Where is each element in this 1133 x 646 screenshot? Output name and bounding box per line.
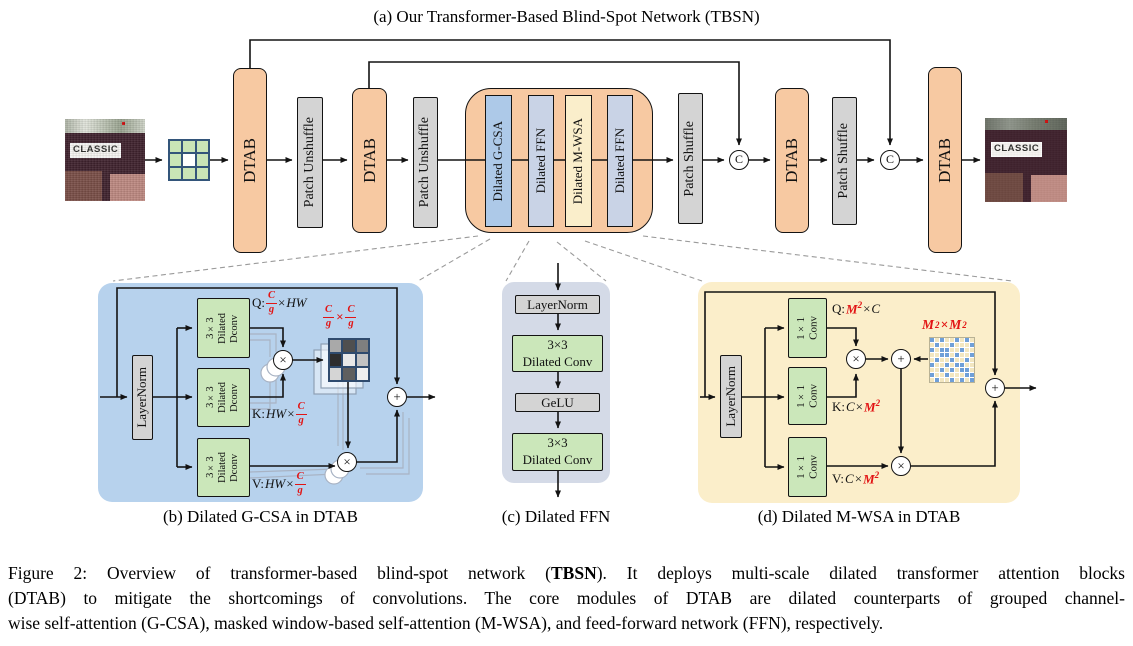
skip-dtab2-to-concat1 <box>368 61 742 146</box>
panel-d-add-node: + <box>985 378 1005 398</box>
m-squared: M2 <box>846 300 863 317</box>
m-squared: M2 <box>863 470 880 487</box>
photo-patch-right <box>1031 175 1067 202</box>
panel-d-caption: (d) Dilated M-WSA in DTAB <box>757 507 961 526</box>
panel-b-multiply-node-2: × <box>337 452 357 472</box>
panel-d-conv-q: 1×1 Conv <box>788 298 827 358</box>
concat-node-2: C <box>880 150 900 170</box>
panel-d-multiply-node-1: × <box>846 349 866 369</box>
blind-spot-mask-grid <box>168 139 210 181</box>
q-dim-label: Q: M2×C <box>832 300 881 317</box>
dtab3-block: DTAB <box>775 88 809 233</box>
panel-c-dilated-conv-2: 3×3 Dilated Conv <box>512 433 603 471</box>
mask-grid <box>929 337 975 383</box>
tbsn-bold: TBSN <box>551 563 597 583</box>
panel-d-conv-v: 1×1 Conv <box>788 437 827 497</box>
panel-d-mask-add-node: + <box>891 349 911 369</box>
caption-line-3: wise self-attention (G-CSA), masked wind… <box>8 613 884 633</box>
caption-line-1: Figure 2: Overview of transformer-based … <box>8 563 1125 583</box>
panel-b-dconv-v: 3×3 Dilated Dconv <box>197 438 250 497</box>
caption-line-2: (DTAB) to mitigate the shortcomings of c… <box>8 588 1125 608</box>
m-squared: M2 <box>864 398 881 415</box>
dtab2-block: DTAB <box>352 88 387 233</box>
denoised-output-image: CLASSIC <box>985 118 1067 202</box>
patch-shuffle1-block: Patch Shuffle <box>678 93 703 224</box>
panel-d-wires <box>700 291 1037 470</box>
panel-b-multiply-node-1: × <box>273 350 293 370</box>
skip-dtab1-to-concat2 <box>249 39 893 146</box>
masked-center-cell <box>183 154 195 166</box>
patch-unshuffle1-block: Patch Unshuffle <box>297 97 323 228</box>
photo-patch-right <box>110 174 145 201</box>
panel-b-wires <box>100 287 436 470</box>
panel-c-dilated-conv-1: 3×3 Dilated Conv <box>512 335 603 372</box>
noisy-input-image: CLASSIC <box>65 119 145 201</box>
dtab1-block: DTAB <box>233 68 267 253</box>
figure-caption: Figure 2: Overview of transformer-based … <box>8 561 1125 636</box>
panel-c-gelu: GeLU <box>515 393 600 412</box>
panel-c-caption: (c) Dilated FFN <box>501 507 611 526</box>
dilated-ffn1-module: Dilated FFN <box>528 95 554 227</box>
dtab4-block: DTAB <box>928 67 962 253</box>
v-dim-label: V: C×M2 <box>832 470 880 487</box>
panel-b-dconv-k: 3×3 Dilated Dconv <box>197 368 250 427</box>
concat-node-1: C <box>729 150 749 170</box>
patch-shuffle2-block: Patch Shuffle <box>832 97 857 225</box>
panel-c-layernorm: LayerNorm <box>515 295 600 314</box>
dashed-zoom-lines <box>112 235 1013 282</box>
photo-patch-left <box>985 173 1023 202</box>
photo-patch-left <box>65 171 102 201</box>
panel-d-layernorm: LayerNorm <box>720 355 742 438</box>
k-dim-label: K: C×M2 <box>832 398 881 415</box>
panel-b-caption: (b) Dilated G-CSA in DTAB <box>162 507 359 526</box>
dilated-gcsa-module: Dilated G-CSA <box>485 95 512 227</box>
panel-d-multiply-node-2: × <box>891 456 911 476</box>
photo-top-strip <box>65 119 145 133</box>
panel-d-conv-k: 1×1 Conv <box>788 367 827 425</box>
patch-unshuffle2-block: Patch Unshuffle <box>413 97 438 228</box>
classic-label: CLASSIC <box>70 143 122 158</box>
noise-overlay <box>65 119 145 201</box>
attention-map-grid <box>328 338 370 382</box>
classic-label: CLASSIC <box>991 142 1043 157</box>
panel-b-layernorm: LayerNorm <box>132 355 153 440</box>
red-speck <box>1045 120 1048 123</box>
dilated-mwsa-module: Dilated M-WSA <box>565 95 592 227</box>
panel-b-dconv-q: 3×3 Dilated Dconv <box>197 298 250 358</box>
noise-overlay <box>985 118 1067 202</box>
dilated-ffn2-module: Dilated FFN <box>607 95 633 227</box>
panel-b-add-node: + <box>387 387 407 407</box>
subfigure-a-title: (a) Our Transformer-Based Blind-Spot Net… <box>373 7 760 26</box>
red-speck <box>122 122 125 125</box>
skip-connections <box>249 39 893 146</box>
